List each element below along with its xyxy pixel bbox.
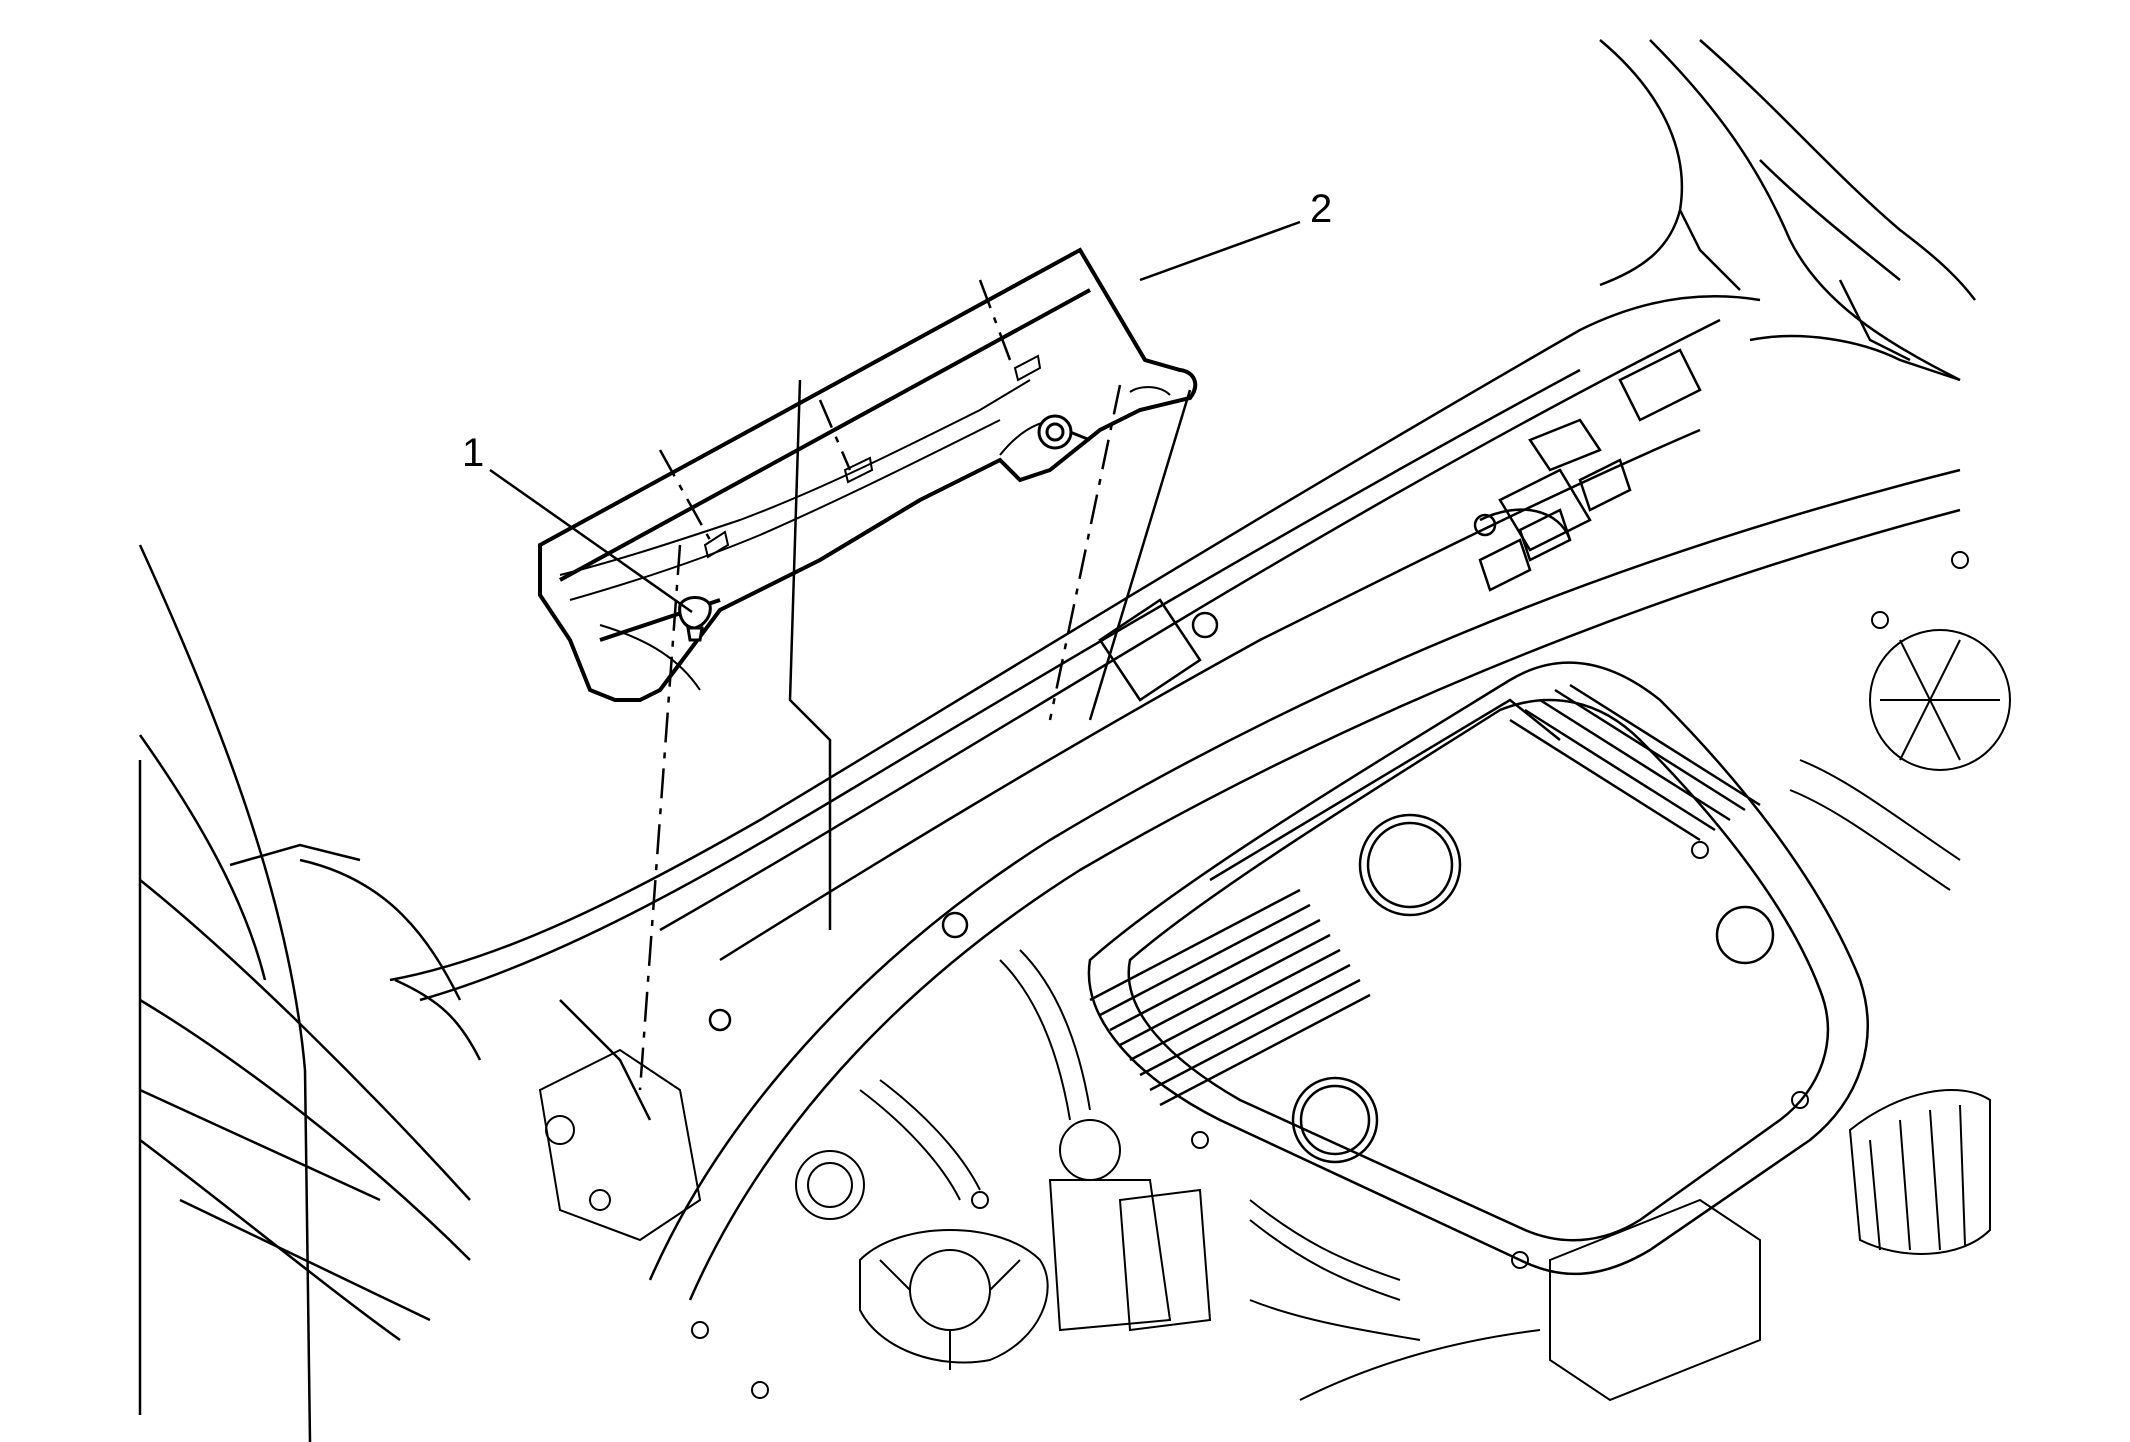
strut-brace (648, 468, 1961, 1301)
callout-2-label: 2 (1310, 187, 1332, 231)
callout-leaders (489, 220, 1301, 614)
engine-cover (1087, 661, 1869, 1276)
callout-labels: 1 2 (462, 187, 1332, 475)
hood-outline (1599, 39, 1976, 382)
cowl-panel (538, 247, 1198, 702)
callout-1-leader (489, 468, 693, 614)
push-pin-retainer (678, 414, 1091, 642)
cowl-panel-details (559, 354, 1171, 691)
fender-outline (138, 544, 482, 1442)
engine-bay-components (538, 551, 2011, 1402)
callout-1-label: 1 (462, 431, 484, 475)
callout-2-leader (1139, 220, 1301, 282)
cowl-outline (389, 295, 1961, 1121)
alignment-lines (638, 279, 1192, 1091)
